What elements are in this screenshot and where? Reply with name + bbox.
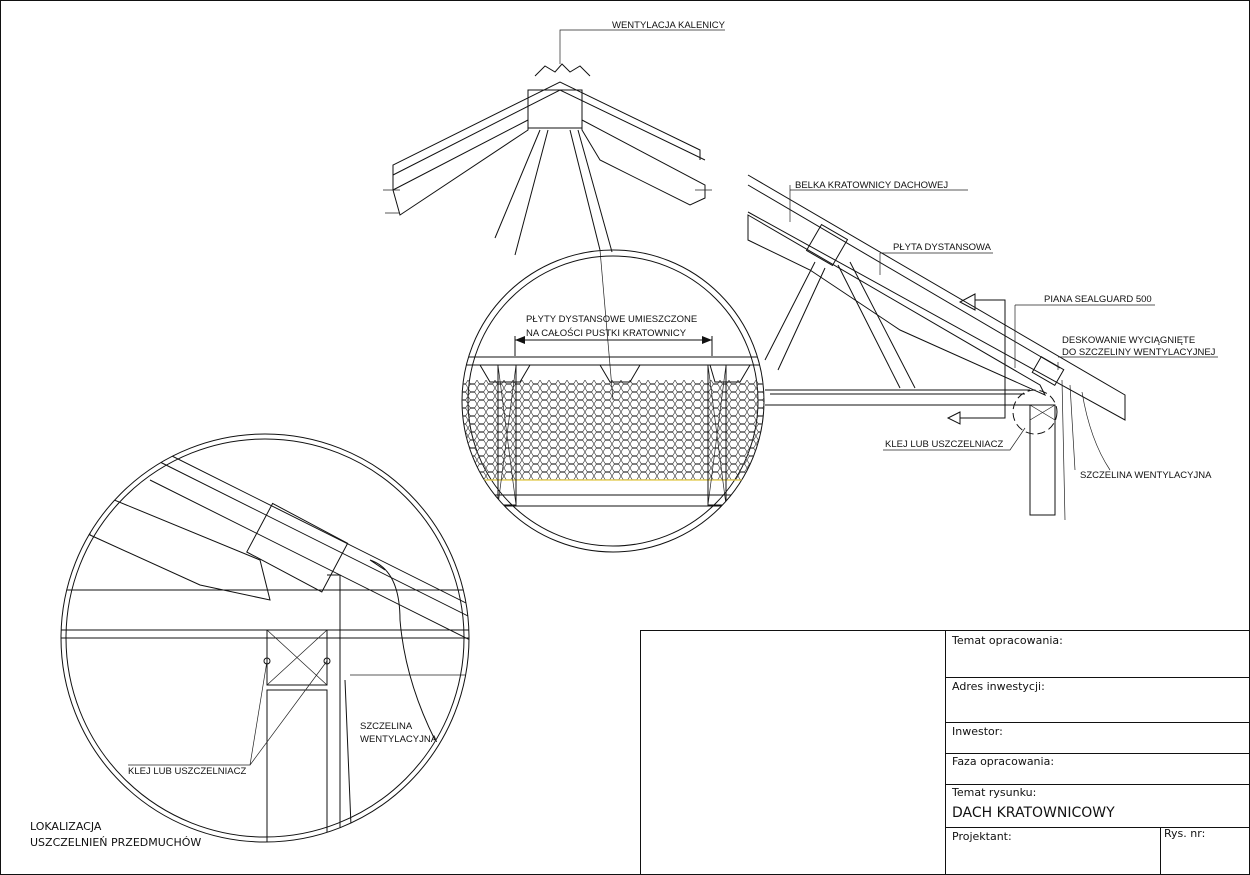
eaves-detail [747, 174, 1218, 521]
drawing-no-label: Rys. nr: [1164, 827, 1205, 840]
drawing-subject-value: DACH KRATOWNICOWY [952, 805, 1115, 821]
title-block: Temat opracowania: Adres inwestycji: Inw… [640, 630, 1250, 875]
label-truss-beam: BELKA KRATOWNICY DACHOWEJ [795, 180, 948, 191]
drawing-subject-label: Temat rysunku: [951, 786, 1036, 799]
label-spacer-board: PŁYTA DYSTANSOWA [893, 242, 992, 253]
ridge-detail [383, 29, 725, 256]
annotations: WENTYLACJA KALENICY BELKA KRATOWNICY DAC… [30, 20, 1216, 849]
label-ridge-vent: WENTYLACJA KALENICY [612, 20, 726, 31]
designer-label: Projektant: [952, 830, 1012, 843]
investor-label: Inwestor: [952, 725, 1003, 738]
detail-circle-eaves [60, 433, 470, 843]
ridge-vent-block [527, 89, 583, 129]
label-foam: PIANA SEALGUARD 500 [1044, 294, 1152, 305]
address-label: Adres inwestycji: [952, 680, 1045, 693]
label-vent-gap: SZCZELINA WENTYLACYJNA [1080, 470, 1212, 481]
label-detail-gap-2: WENTYLACYJNA [360, 734, 438, 745]
label-glue: KLEJ LUB USZCZELNIACZ [885, 439, 1003, 450]
label-detail-gap-1: SZCZELINA [360, 721, 413, 732]
airflow-arrow-icon [960, 299, 1006, 419]
phase-label: Faza opracowania: [952, 755, 1054, 768]
label-detail-spacer-1: PŁYTY DYSTANSOWE UMIESZCZONE [526, 314, 697, 325]
label-detail-spacer-2: NA CAŁOŚCI PUSTKI KRATOWNICY [526, 327, 687, 339]
detail-circle-spacers [461, 249, 765, 553]
label-boarding-1: DESKOWANIE WYCIĄGNIĘTE [1062, 335, 1195, 346]
subject-label: Temat opracowania: [951, 634, 1063, 647]
label-boarding-2: DO SZCZELINY WENTYLACYJNEJ [1062, 347, 1216, 358]
label-location-2: USZCZELNIEŃ PRZEDMUCHÓW [30, 836, 201, 849]
label-location-1: LOKALIZACJA [30, 820, 102, 833]
label-detail-glue: KLEJ LUB USZCZELNIACZ [128, 766, 246, 777]
ridge-cap-icon [534, 63, 591, 77]
